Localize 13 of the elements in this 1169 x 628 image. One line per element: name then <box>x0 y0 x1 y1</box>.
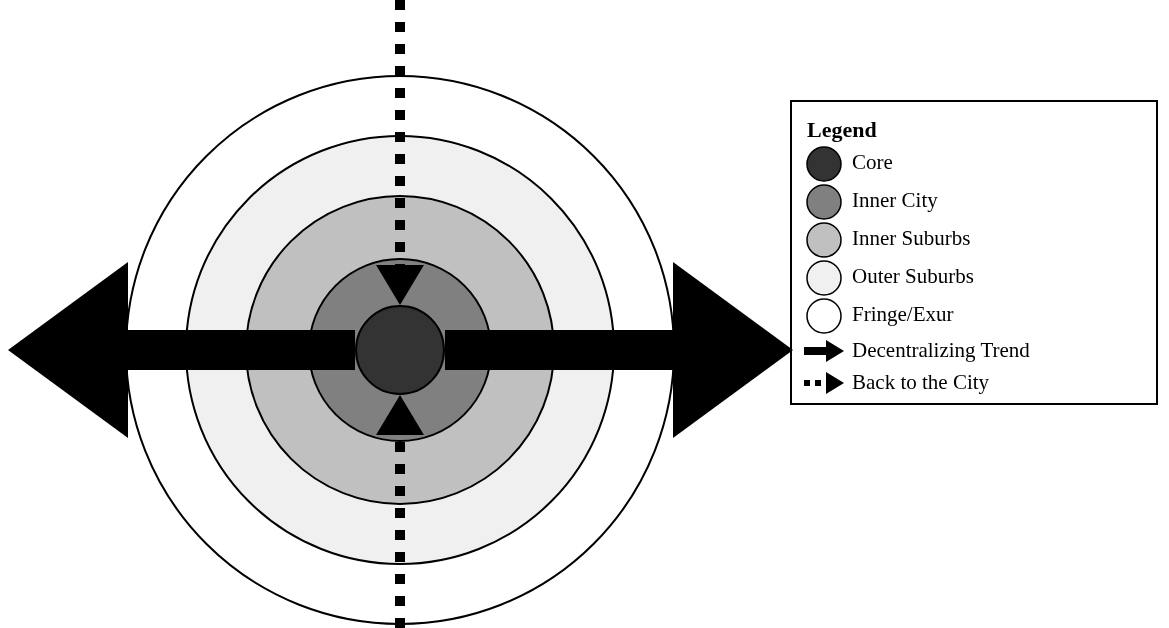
zone-circle <box>355 305 445 395</box>
zone-circle <box>245 195 555 505</box>
legend-label: Back to the City <box>852 370 990 395</box>
legend-label: Fringe/Exur <box>852 302 954 327</box>
legend-label: Inner Suburbs <box>852 226 971 251</box>
legend-label: Core <box>852 150 893 175</box>
zone-circle <box>185 135 615 565</box>
legend-label: Outer Suburbs <box>852 264 974 289</box>
legend-label: Decentralizing Trend <box>852 338 1030 363</box>
zone-circle <box>125 75 675 625</box>
legend-label: Inner City <box>852 188 938 213</box>
zone-circle <box>308 258 492 442</box>
legend-title: Legend <box>807 117 877 143</box>
